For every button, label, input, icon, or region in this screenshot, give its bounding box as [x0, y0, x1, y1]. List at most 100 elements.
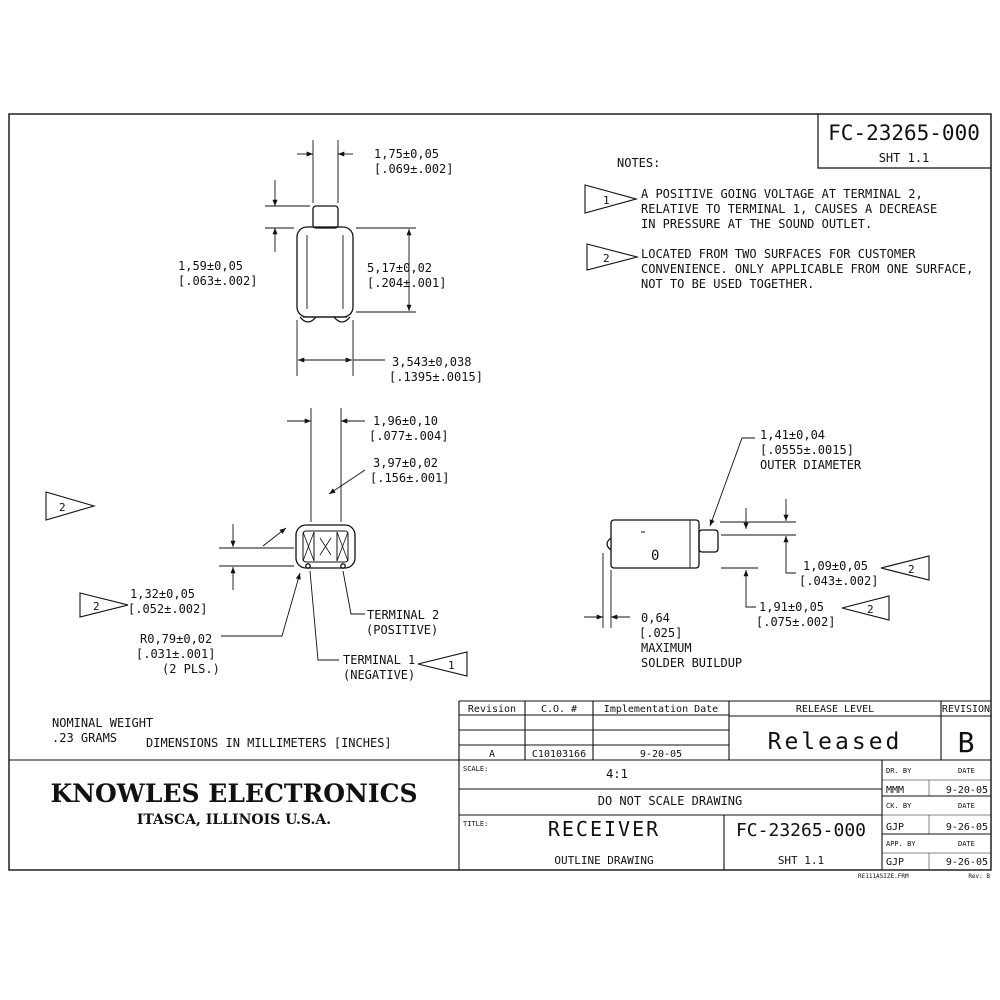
side-height-flag [841, 595, 890, 621]
dim-tab-height: 1,59±0,05 [178, 259, 243, 273]
dim-solder-max: MAXIMUM [641, 641, 692, 655]
left-note-flag [45, 491, 96, 521]
terminal-2-dot [340, 563, 346, 569]
terminal-2-label: TERMINAL 2 [367, 608, 439, 622]
left-note-marker: 2 [59, 501, 66, 514]
rev-row-value: A [489, 749, 495, 760]
front-view-dims [219, 408, 366, 661]
notes-heading: NOTES: [617, 156, 660, 170]
rev-header: Revision [468, 704, 516, 715]
front-left-flag [79, 592, 129, 618]
scale-label: SCALE: [463, 765, 488, 773]
dim-front-top: 1,96±0,10 [373, 414, 438, 428]
dr-by: MMM [886, 785, 904, 796]
side-height-marker: 2 [867, 603, 874, 616]
top-view [296, 205, 354, 323]
app-by: GJP [886, 857, 904, 868]
dim-radius-in: [.031±.001] [136, 647, 215, 661]
terminal-2-polarity: (POSITIVE) [366, 623, 438, 637]
company-name: KNOWLES ELECTRONICS [50, 779, 417, 808]
note2-line2: CONVENIENCE. ONLY APPLICABLE FROM ONE SU… [641, 262, 973, 276]
company-location: ITASCA, ILLINOIS U.S.A. [137, 812, 331, 828]
note2-marker: 2 [603, 252, 610, 265]
ck-by: GJP [886, 822, 904, 833]
form-file: RE111ASIZE.FRM [858, 873, 909, 880]
dim-top-width-in: [.069±.002] [374, 162, 453, 176]
dim-body-width: 3,543±0,038 [392, 355, 471, 369]
dim-tab-height-in: [.063±.002] [178, 274, 257, 288]
dim-body-height-in: [.204±.001] [367, 276, 446, 290]
note2-line3: NOT TO BE USED TOGETHER. [641, 277, 814, 291]
front-view [295, 524, 356, 569]
dim-outer-dia-label: OUTER DIAMETER [760, 458, 862, 472]
ck-by-label: CK. BY [886, 802, 912, 810]
note1-line1: A POSITIVE GOING VOLTAGE AT TERMINAL 2, [641, 187, 923, 201]
terminal1-marker: 1 [448, 659, 455, 672]
dim-front-left: 1,32±0,05 [130, 587, 195, 601]
sheet-border [8, 113, 992, 871]
dim-front-left-in: [.052±.002] [128, 602, 207, 616]
dr-date: 9-20-05 [946, 785, 988, 796]
dim-top-width: 1,75±0,05 [374, 147, 439, 161]
revision-header: REVISION [942, 704, 990, 715]
doc-number-top: FC-23265-000 [828, 121, 980, 145]
no-scale-note: DO NOT SCALE DRAWING [598, 794, 743, 808]
dim-front-top-in: [.077±.004] [369, 429, 448, 443]
side-view [606, 519, 719, 569]
app-date-label: DATE [958, 840, 975, 848]
app-date: 9-26-05 [946, 857, 988, 868]
note1-flag [584, 184, 639, 214]
top-view-dims [265, 140, 416, 376]
dim-side-height-in: [.075±.002] [756, 615, 835, 629]
scale-value: 4:1 [606, 767, 628, 781]
weight-label: NOMINAL WEIGHT [52, 716, 153, 730]
dim-side-offset-in: [.043±.002] [799, 574, 878, 588]
dim-solder-in: [.025] [639, 626, 682, 640]
side-offset-flag [880, 555, 930, 581]
top-view-tab [312, 205, 339, 229]
terminal-1-dot [305, 563, 311, 569]
revision-letter: B [958, 726, 975, 759]
sheet-number-top: SHT 1.1 [879, 151, 930, 165]
side-view-mark: 0 [651, 548, 659, 564]
doc-number-title: FC-23265-000 [736, 820, 866, 841]
date-row-value: 9-20-05 [640, 749, 682, 760]
form-rev: Rev: B [968, 873, 990, 880]
note1-marker: 1 [603, 194, 610, 207]
units-note: DIMENSIONS IN MILLIMETERS [INCHES] [146, 736, 392, 750]
weight-value: .23 GRAMS [52, 731, 117, 745]
drawing-title: RECEIVER [548, 817, 660, 841]
dim-solder-label: SOLDER BUILDUP [641, 656, 742, 670]
sheet-number-title: SHT 1.1 [778, 854, 824, 867]
side-offset-marker: 2 [908, 563, 915, 576]
dim-body-height: 5,17±0,02 [367, 261, 432, 275]
release-header: RELEASE LEVEL [796, 704, 874, 715]
dim-side-offset: 1,09±0,05 [803, 559, 868, 573]
date-header: Implementation Date [604, 704, 718, 715]
co-row-value: C10103166 [532, 749, 586, 760]
top-view-body [296, 226, 354, 318]
dim-solder: 0,64 [641, 611, 670, 625]
dim-outer-dia: 1,41±0,04 [760, 428, 825, 442]
ck-date: 9-26-05 [946, 822, 988, 833]
ck-date-label: DATE [958, 802, 975, 810]
note1-line3: IN PRESSURE AT THE SOUND OUTLET. [641, 217, 872, 231]
note2-line1: LOCATED FROM TWO SURFACES FOR CUSTOMER [641, 247, 916, 261]
drawing-subtitle: OUTLINE DRAWING [554, 854, 653, 867]
terminal-1-polarity: (NEGATIVE) [343, 668, 415, 682]
title-label: TITLE: [463, 820, 488, 828]
dim-outer-dia-in: [.0555±.0015] [760, 443, 854, 457]
dim-body-width-in: [.1395±.0015] [389, 370, 483, 384]
dim-side-height: 1,91±0,05 [759, 600, 824, 614]
dr-by-label: DR. BY [886, 767, 912, 775]
release-level: Released [768, 729, 903, 755]
terminal1-flag [417, 651, 468, 677]
dr-date-label: DATE [958, 767, 975, 775]
notes: NOTES: 1 A POSITIVE GOING VOLTAGE AT TER… [584, 156, 973, 291]
terminal-1-label: TERMINAL 1 [343, 653, 415, 667]
note2-flag [586, 243, 640, 271]
dim-radius-count: (2 PLS.) [162, 662, 220, 676]
dim-radius: R0,79±0,02 [140, 632, 212, 646]
doc-number-box: FC-23265-000 SHT 1.1 [817, 114, 991, 169]
